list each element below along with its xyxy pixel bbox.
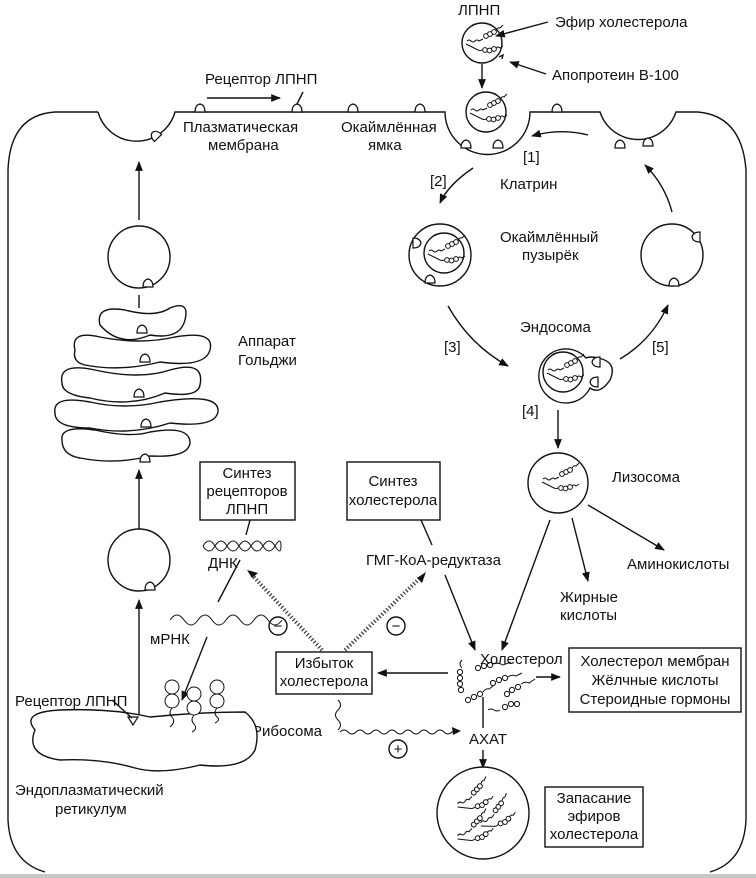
clathrin-label: Клатрин: [500, 176, 557, 193]
coated-pit-label-2: ямка: [368, 137, 402, 154]
coated-vesicle: [408, 223, 472, 287]
cholesterol-label: Холестерол: [480, 651, 563, 668]
ribosome-signal: [335, 699, 457, 735]
ester-storage-line-3: холестерола: [550, 826, 639, 843]
bottom-border: [0, 874, 756, 878]
minus-symbol: −: [392, 618, 401, 635]
coated-vesicle-label-2: пузырёк: [522, 247, 579, 264]
bile-acids-text: Жёлчные кислоты: [591, 672, 718, 689]
ldl-receptor-label: Рецептор ЛПНП: [205, 71, 317, 88]
lysosome-label: Лизосома: [612, 469, 681, 486]
minus-sign-right: −: [386, 616, 406, 636]
endoplasmic-reticulum: [30, 679, 258, 772]
excess-cholesterol-line-1: Избыток: [295, 655, 354, 672]
golgi-label-2: Гольджи: [238, 352, 297, 369]
cell-membrane: [7, 111, 747, 873]
receptor-synthesis-box: Синтез рецепторов ЛПНП: [199, 461, 296, 521]
step-2-label: [2]: [430, 173, 447, 190]
receptor-synthesis-line-1: Синтез: [222, 465, 271, 482]
cholesterol-synthesis-line-1: Синтез: [368, 473, 417, 490]
mrna-strand: [169, 614, 283, 626]
ribosome-label: Рибосома: [252, 723, 323, 740]
endosome: [538, 348, 613, 404]
cholesterol-molecules: [456, 659, 536, 712]
plasma-membrane-label: Плазматическая: [183, 119, 298, 136]
ester-storage-line-2: эфиров: [567, 808, 620, 825]
golgi-apparatus: [54, 305, 219, 463]
inhibition-cholesterol-synthesis: [343, 576, 422, 652]
receptor-vesicle: [107, 528, 171, 592]
cholesterol-ester-droplet: [436, 766, 530, 860]
er-label: Эндоплазматический: [15, 782, 164, 799]
excess-cholesterol-box: Избыток холестерола: [275, 651, 373, 695]
receptor-synthesis-line-3: ЛПНП: [226, 501, 268, 518]
dna-helix: [202, 540, 282, 552]
fatty-acids-label-2: кислоты: [560, 607, 617, 624]
minus-symbol: −: [274, 618, 283, 635]
fatty-acids-label: Жирные: [560, 589, 618, 606]
recycling-vesicle: [640, 223, 704, 287]
ldl-in-coated-pit: [465, 91, 508, 133]
coated-vesicle-label: Окаймлённый: [500, 229, 598, 246]
ldl-label: ЛПНП: [458, 2, 500, 19]
minus-sign-left: −: [268, 616, 288, 636]
step-1-label: [1]: [523, 149, 540, 166]
plasma-membrane-label-2: мембрана: [208, 137, 279, 154]
inhibition-receptor-synthesis: [250, 573, 324, 652]
acat-label: АХАТ: [469, 731, 507, 748]
er-label-2: ретикулум: [55, 801, 127, 818]
plus-symbol: +: [394, 741, 403, 758]
step-5-label: [5]: [652, 339, 669, 356]
endosome-label: Эндосома: [520, 319, 591, 336]
membrane-cholesterol-text: Холестерол мембран: [580, 653, 729, 670]
golgi-label: Аппарат: [238, 333, 296, 350]
ldl-particle: ЛПНП: [458, 2, 505, 64]
cholesterol-uses-box: Холестерол мембран Жёлчные кислоты Стеро…: [568, 647, 742, 713]
ester-storage-box: Запасание эфиров холестерола: [544, 786, 644, 848]
excess-cholesterol-line-2: холестерола: [280, 673, 369, 690]
plus-sign: +: [388, 739, 408, 759]
apoprotein-label: Апопротеин В-100: [552, 67, 679, 84]
step-4-label: [4]: [522, 403, 539, 420]
dna-label: ДНК: [208, 555, 238, 572]
ester-storage-line-1: Запасание: [557, 790, 632, 807]
hmg-coa-reductase-label: ГМГ-КоА-редуктаза: [366, 552, 502, 569]
cholesterol-synthesis-line-2: холестерола: [349, 492, 438, 509]
cholesterol-synthesis-box: Синтез холестерола: [346, 461, 441, 521]
step-3-label: [3]: [444, 339, 461, 356]
receptor-synthesis-line-2: рецепторов: [206, 483, 287, 500]
er-receptor-label: Рецептор ЛПНП: [15, 693, 127, 710]
steroid-hormones-text: Стероидные гормоны: [580, 691, 731, 708]
mrna-label: мРНК: [150, 631, 190, 648]
golgi-vesicle: [107, 225, 171, 289]
cholesterol-ester-label: Эфир холестерола: [555, 14, 688, 31]
lysosome: [527, 452, 589, 514]
coated-pit-label: Окаймлённая: [341, 119, 437, 136]
amino-acids-label: Аминокислоты: [627, 556, 729, 573]
